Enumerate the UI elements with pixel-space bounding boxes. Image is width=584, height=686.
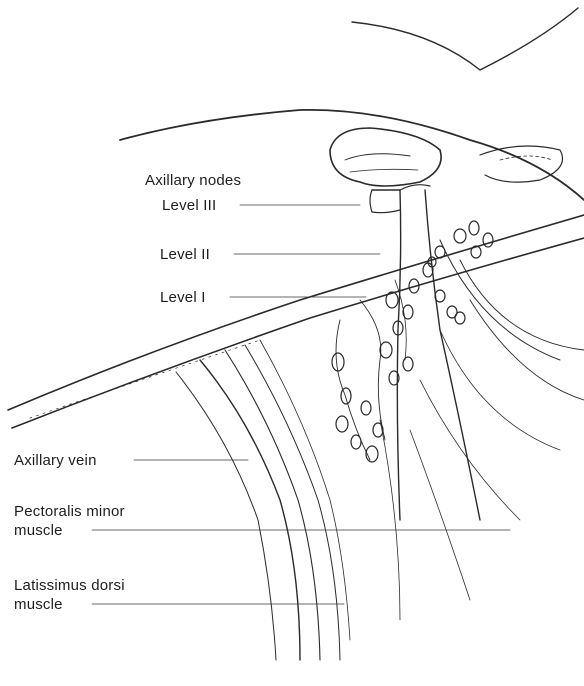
label-pectoralis-minor-line2: muscle <box>14 521 125 540</box>
arm-outline <box>352 8 578 70</box>
humeral-head <box>330 128 441 186</box>
label-axillary-nodes: Axillary nodes <box>145 171 241 190</box>
label-level-iii: Level III <box>162 196 216 215</box>
label-axillary-vein: Axillary vein <box>14 451 97 470</box>
leader-lines <box>92 205 510 604</box>
axillary-vein-band <box>8 215 584 410</box>
label-latissimus-dorsi: Latissimus dorsi muscle <box>14 576 125 614</box>
level-1-nodes <box>332 342 413 462</box>
lymphatic-vessel <box>336 320 370 460</box>
pectoralis-minor <box>372 190 401 520</box>
label-pectoralis-minor: Pectoralis minor muscle <box>14 502 125 540</box>
latissimus-dorsi <box>200 360 300 660</box>
label-level-ii: Level II <box>160 245 210 264</box>
label-latissimus-dorsi-line1: Latissimus dorsi <box>14 576 125 595</box>
label-latissimus-dorsi-line2: muscle <box>14 595 125 614</box>
label-pectoralis-minor-line1: Pectoralis minor <box>14 502 125 521</box>
label-level-i: Level I <box>160 288 206 307</box>
